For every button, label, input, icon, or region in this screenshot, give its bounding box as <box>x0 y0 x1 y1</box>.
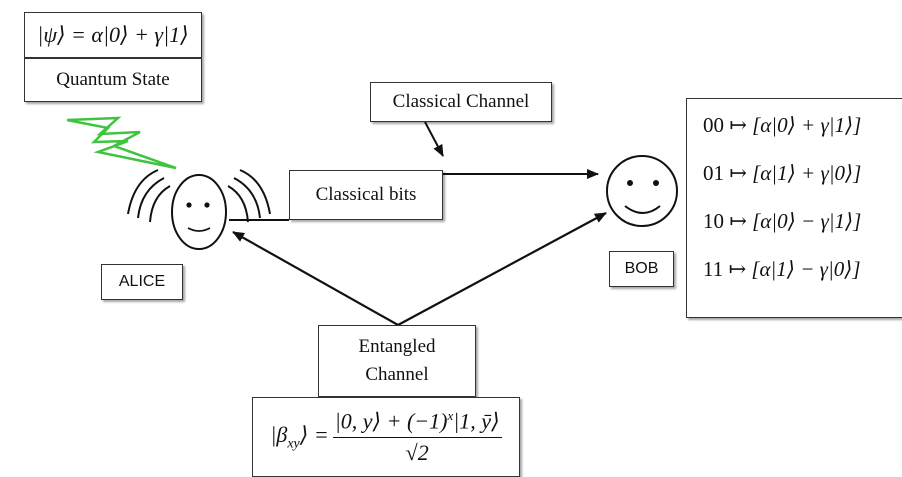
mapping-row: 01 ↦ [α|1⟩ + γ|0⟩] <box>703 161 862 185</box>
entangled-label-line2: Channel <box>365 364 429 385</box>
mapping-row: 11 ↦ [α|1⟩ − γ|0⟩] <box>703 257 861 281</box>
alice-label-box: ALICE <box>101 264 183 300</box>
mapping-formula: [α|0⟩ + γ|1⟩] <box>752 113 862 137</box>
mapping-formula: [α|1⟩ − γ|0⟩] <box>751 257 861 281</box>
bell-state-denominator: √2 <box>405 439 429 465</box>
entangled-arrow-alice <box>232 231 399 326</box>
bell-state-numerator: |0, y⟩ + (−1)x|1, ȳ⟩ <box>332 408 502 438</box>
quantum-state-caption-box: Quantum State <box>24 58 202 102</box>
classical-channel-pointer <box>424 121 444 157</box>
entangled-label-line1: Entangled <box>358 336 436 357</box>
classical-channel-box: Classical Channel <box>370 82 552 122</box>
entangled-arrow-bob <box>397 212 607 326</box>
mapping-bits: 00 <box>703 113 724 137</box>
bell-state-fraction: |0, y⟩ + (−1)x|1, ȳ⟩ √2 <box>332 408 502 465</box>
mapping-bits: 11 <box>703 257 724 281</box>
mapping-bits: 01 <box>703 161 724 185</box>
alice-label: ALICE <box>118 273 166 290</box>
bob-face <box>606 155 678 227</box>
mapping-bits: 10 <box>703 209 724 233</box>
classical-channel-label: Classical Channel <box>392 91 530 112</box>
mapping-formula: [α|1⟩ + γ|0⟩] <box>752 161 862 185</box>
mapping-formula: [α|0⟩ − γ|1⟩] <box>752 209 862 233</box>
mapping-row: 10 ↦ [α|0⟩ − γ|1⟩] <box>703 209 862 233</box>
bob-label-box: BOB <box>609 251 674 287</box>
alice-face <box>127 169 271 250</box>
classical-bits-label: Classical bits <box>315 184 417 205</box>
quantum-state-caption: Quantum State <box>56 69 170 90</box>
bob-mapping-table: 00 ↦ [α|0⟩ + γ|1⟩] 01 ↦ [α|1⟩ + γ|0⟩] 10… <box>686 98 902 318</box>
quantum-state-formula: |ψ⟩ = α|0⟩ + γ|1⟩ <box>37 22 189 47</box>
lightning-bolt <box>66 116 177 170</box>
mapping-row: 00 ↦ [α|0⟩ + γ|1⟩] <box>703 113 862 137</box>
bell-state-lhs: |βxy⟩ = <box>270 421 329 452</box>
entangled-channel-box: Entangled Channel <box>318 325 476 397</box>
bob-label: BOB <box>624 260 659 277</box>
bell-state-formula-box: |βxy⟩ = |0, y⟩ + (−1)x|1, ȳ⟩ √2 <box>252 397 520 477</box>
quantum-state-formula-box: |ψ⟩ = α|0⟩ + γ|1⟩ <box>24 12 202 58</box>
classical-bits-box: Classical bits <box>289 170 443 220</box>
